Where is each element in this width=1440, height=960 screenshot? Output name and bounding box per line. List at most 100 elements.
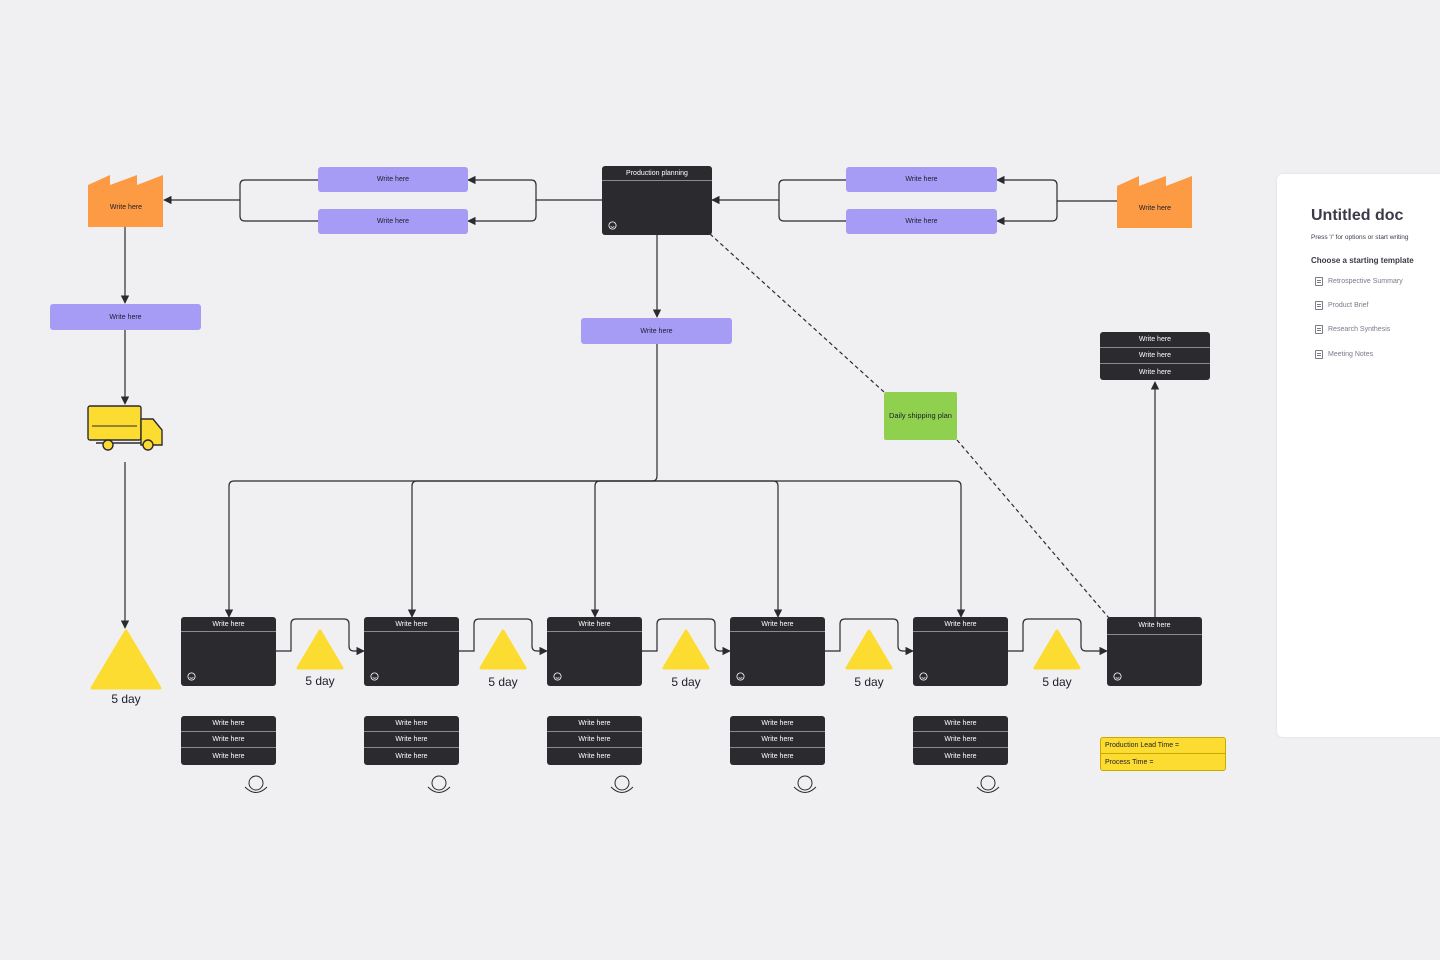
smiley-icon xyxy=(187,672,196,681)
process-title: Write here xyxy=(913,617,1008,632)
doc-icon xyxy=(1315,350,1323,359)
connector-schedule-to-process-2[interactable] xyxy=(407,480,657,618)
process-time: Process Time = xyxy=(1105,758,1154,766)
process-box-5[interactable]: Write here xyxy=(913,617,1008,686)
data-row: Write here xyxy=(730,716,825,732)
data-row: Write here xyxy=(395,752,428,760)
smiley-icon xyxy=(370,672,379,681)
connector-schedule-to-process-5[interactable] xyxy=(657,480,966,618)
template-label: Research Synthesis xyxy=(1328,326,1391,333)
template-product-brief[interactable]: Product Brief xyxy=(1315,301,1368,310)
data-row: Write here xyxy=(364,732,459,748)
template-retrospective-summary[interactable]: Retrospective Summary xyxy=(1315,277,1403,286)
inventory-wait-label: 5 day xyxy=(488,675,518,689)
order-box-left-1[interactable]: Write here xyxy=(318,167,468,192)
supplier-schedule-box[interactable]: Write here xyxy=(50,304,201,330)
order-box-right-2[interactable]: Write here xyxy=(846,209,997,234)
daily-shipping-plan-note[interactable]: Daily shipping plan xyxy=(884,392,957,440)
smiley-icon xyxy=(736,672,745,681)
data-row: Write here xyxy=(578,752,611,760)
operator-icon[interactable] xyxy=(244,775,268,793)
inventory-triangle-icon[interactable] xyxy=(845,629,893,670)
doc-icon xyxy=(1315,301,1323,310)
template-label: Meeting Notes xyxy=(1328,351,1374,358)
data-row: Write here xyxy=(1138,368,1172,376)
connector-schedule-to-process-3[interactable] xyxy=(590,480,657,618)
connector-customer-to-order-1[interactable] xyxy=(996,175,1117,202)
smiley-icon xyxy=(608,221,617,230)
process-data-box-1[interactable]: Write here Write here Write here xyxy=(181,716,276,765)
connector-process-5-to-6[interactable] xyxy=(1008,618,1108,656)
process-data-box-5[interactable]: Write here Write here Write here xyxy=(913,716,1008,765)
data-row: Write here xyxy=(730,732,825,748)
customer-data-box[interactable]: Write here Write here Write here xyxy=(1100,332,1210,380)
doc-hint[interactable]: Press '/' for options or start writing xyxy=(1311,234,1409,241)
inventory-wait-label: 5 day xyxy=(854,675,884,689)
dashed-shipping-plan-to-shipping[interactable] xyxy=(956,439,1110,619)
process-title: Write here xyxy=(547,617,642,632)
process-data-box-4[interactable]: Write here Write here Write here xyxy=(730,716,825,765)
order-box-right-1[interactable]: Write here xyxy=(846,167,997,192)
doc-icon xyxy=(1315,277,1323,286)
process-title: Write here xyxy=(730,617,825,632)
lead-time-box[interactable]: Production Lead Time = Process Time = xyxy=(1100,737,1226,771)
process-box-4[interactable]: Write here xyxy=(730,617,825,686)
production-planning-title: Production planning xyxy=(602,166,712,181)
connector-planning-to-order-1[interactable] xyxy=(467,175,602,201)
connector-process-2-to-3[interactable] xyxy=(459,618,548,656)
process-box-2[interactable]: Write here xyxy=(364,617,459,686)
connector-order-2-to-planning[interactable] xyxy=(778,200,846,222)
production-planning-box[interactable]: Production planning xyxy=(602,166,712,235)
production-schedule-box[interactable]: Write here xyxy=(581,318,732,344)
data-row: Write here xyxy=(1100,348,1210,364)
doc-title[interactable]: Untitled doc xyxy=(1311,207,1404,224)
doc-panel: Untitled doc Press '/' for options or st… xyxy=(1277,174,1440,737)
template-research-synthesis[interactable]: Research Synthesis xyxy=(1315,325,1390,334)
operator-icon[interactable] xyxy=(610,775,634,793)
process-title: Write here xyxy=(181,617,276,632)
template-label: Product Brief xyxy=(1328,302,1369,309)
operator-icon[interactable] xyxy=(793,775,817,793)
doc-icon xyxy=(1315,325,1323,334)
operator-icon[interactable] xyxy=(976,775,1000,793)
process-box-3[interactable]: Write here xyxy=(547,617,642,686)
data-row: Write here xyxy=(212,752,245,760)
process-box-1[interactable]: Write here xyxy=(181,617,276,686)
process-data-box-3[interactable]: Write here Write here Write here xyxy=(547,716,642,765)
data-row: Write here xyxy=(913,716,1008,732)
order-box-left-2[interactable]: Write here xyxy=(318,209,468,234)
data-row: Write here xyxy=(1100,332,1210,348)
connector-process-3-to-4[interactable] xyxy=(642,618,731,656)
connector-process-1-to-2[interactable] xyxy=(276,618,365,656)
inventory-triangle-icon[interactable] xyxy=(662,629,710,670)
customer-factory-label[interactable]: Write here xyxy=(1138,205,1172,212)
shipping-process-box[interactable]: Write here xyxy=(1107,617,1202,686)
templates-heading: Choose a starting template xyxy=(1311,256,1414,265)
connector-planning-to-order-2[interactable] xyxy=(467,200,537,226)
supplier-factory-label[interactable]: Write here xyxy=(109,204,143,211)
data-row: Write here xyxy=(547,716,642,732)
dashed-planning-to-shipping-plan[interactable] xyxy=(709,233,885,393)
production-lead-time: Production Lead Time = xyxy=(1101,738,1225,754)
operator-icon[interactable] xyxy=(427,775,451,793)
connector-order-1-to-planning[interactable] xyxy=(711,179,846,205)
supplier-factory-icon[interactable] xyxy=(88,175,163,227)
inventory-triangle-icon[interactable] xyxy=(479,629,527,670)
inventory-triangle-icon[interactable] xyxy=(296,629,344,670)
data-row: Write here xyxy=(761,752,794,760)
data-row: Write here xyxy=(913,732,1008,748)
template-meeting-notes[interactable]: Meeting Notes xyxy=(1315,350,1373,359)
connector-order-1-to-supplier[interactable] xyxy=(163,179,318,205)
inventory-triangle-icon[interactable] xyxy=(90,629,162,690)
customer-factory-icon[interactable] xyxy=(1117,176,1192,228)
connector-customer-to-order-2[interactable] xyxy=(996,201,1058,226)
truck-icon[interactable] xyxy=(87,405,163,451)
connector-schedule-to-process-4[interactable] xyxy=(657,480,783,618)
process-data-box-2[interactable]: Write here Write here Write here xyxy=(364,716,459,765)
process-title: Write here xyxy=(364,617,459,632)
connector-order-2-to-supplier[interactable] xyxy=(239,200,318,222)
connector-process-4-to-5[interactable] xyxy=(825,618,914,656)
data-row: Write here xyxy=(181,732,276,748)
inventory-triangle-icon[interactable] xyxy=(1033,629,1081,670)
